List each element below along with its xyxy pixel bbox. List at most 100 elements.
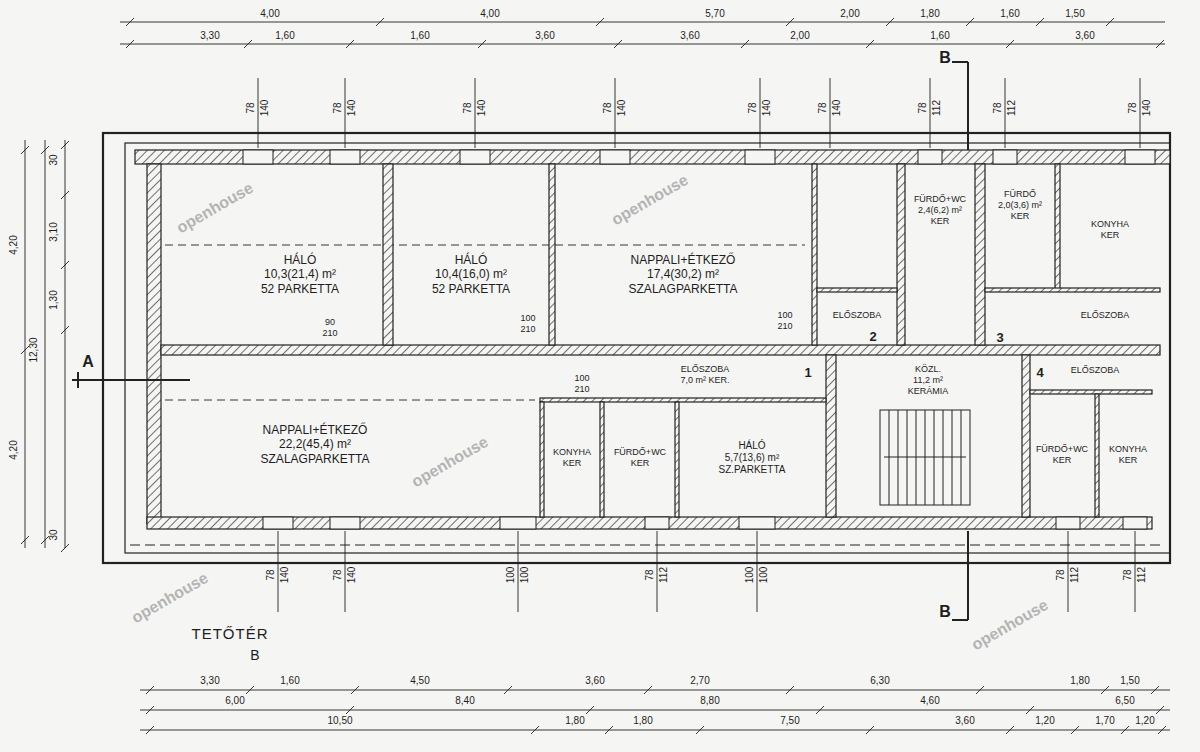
room-name: HÁLÓ — [719, 440, 786, 452]
walls — [135, 150, 1170, 529]
room-name: FÜRDŐ — [998, 189, 1042, 200]
room-name: KONYHA — [1091, 219, 1129, 230]
room-area-text: 10,4(16,0) m² — [432, 268, 510, 282]
window-dimension: 140 — [280, 567, 290, 584]
room-area-text: 17,4(30,2) m² — [629, 268, 738, 282]
door-dimension: 100 — [520, 314, 535, 323]
room-label: ELŐSZOBA7,0 m² KER. — [677, 363, 732, 387]
room-area-text: KER — [998, 210, 1042, 221]
dimension-label: 6,30 — [870, 676, 889, 686]
room-area-text: KER — [1109, 455, 1147, 466]
window-dimension: 112 — [1137, 567, 1147, 583]
window-dimension: 112 — [1070, 567, 1080, 583]
dimension-label: 5,70 — [705, 9, 724, 19]
room-label: KONYHAKER — [1106, 443, 1150, 467]
room-area-text: KER — [914, 215, 966, 226]
room-label: NAPPALI+ÉTKEZŐ17,4(30,2) m²SZALAGPARKETT… — [626, 252, 741, 297]
window-dimension: 78 — [246, 102, 256, 113]
dimension-label: 2,00 — [790, 31, 809, 41]
dimension-label: 8,40 — [455, 696, 474, 706]
room-name: NAPPALI+ÉTKEZŐ — [261, 423, 370, 437]
dimension-label: 1,80 — [565, 716, 584, 726]
room-name: KONYHA — [1109, 444, 1147, 455]
window-dimension: 140 — [617, 100, 627, 117]
room-label: HÁLÓ10,4(16,0) m²52 PARKETTA — [429, 252, 513, 297]
room-name: KONYHA — [553, 447, 591, 458]
room-name: FÜRDŐ+WC — [914, 194, 966, 205]
window-dimension: 78 — [266, 569, 276, 580]
window-dimension: 78 — [748, 102, 758, 113]
dimension-label: 4,20 — [9, 235, 19, 254]
room-area-text: 2,0(3,6) m² — [998, 200, 1042, 211]
room-label: KONYHAKER — [550, 446, 594, 470]
room-label: KONYHAKER — [1088, 218, 1132, 242]
dimension-label: 1,60 — [1000, 9, 1019, 19]
window-dimension: 78 — [333, 569, 343, 580]
dimension-label: 7,50 — [780, 716, 799, 726]
door-dimension: 210 — [520, 325, 535, 334]
watermark: openhouse — [129, 570, 211, 627]
room-name: HÁLÓ — [261, 253, 339, 267]
room-label: ELŐSZOBA — [1068, 364, 1123, 377]
window-dimension: 100 — [745, 567, 755, 584]
dimension-label: 1,20 — [1035, 716, 1054, 726]
dimension-label: 1,80 — [1070, 676, 1089, 686]
window-dimension: 78 — [1128, 102, 1138, 113]
dimension-label: 1,60 — [410, 31, 429, 41]
dimension-label: 1,60 — [280, 676, 299, 686]
dimension-label: 12,30 — [29, 337, 39, 362]
window-dimension: 112 — [1007, 100, 1017, 116]
section-marker: B — [939, 50, 951, 66]
eave-line — [125, 143, 1170, 553]
room-area-text: 11,2 m² — [908, 375, 949, 386]
room-name: ELŐSZOBA — [680, 364, 729, 375]
window-dimension: 78 — [993, 102, 1003, 113]
room-area-text: SZALAGPARKETTA — [629, 282, 738, 296]
dimension-label: 30 — [49, 529, 59, 540]
dimension-label: 1,70 — [1095, 716, 1114, 726]
room-name: FÜRDŐ+WC — [1036, 444, 1088, 455]
room-name: ELŐSZOBA — [833, 310, 882, 321]
callout-number: 3 — [996, 331, 1003, 344]
dimension-label: 1,50 — [1065, 9, 1084, 19]
dimension-label: 1,80 — [633, 716, 652, 726]
room-label: HÁLÓ10,3(21,4) m²52 PARKETTA — [258, 252, 342, 297]
roof-dashed-line — [130, 545, 1160, 546]
dimension-label: 2,70 — [690, 676, 709, 686]
window-dimension: 78 — [1056, 569, 1066, 580]
dimension-label: 3,10 — [49, 222, 59, 241]
room-area-text: 5,7(13,6) m² — [719, 452, 786, 464]
window-dimension: 100 — [759, 567, 769, 584]
door-dimension: 90 — [325, 318, 335, 327]
section-marker: B — [939, 604, 951, 620]
section-marker: A — [82, 354, 94, 370]
window-dimension: 140 — [347, 567, 357, 584]
window-dimension: 140 — [260, 100, 270, 117]
dimension-label: 3,60 — [585, 676, 604, 686]
window-dimension: 140 — [347, 100, 357, 117]
watermark: openhouse — [409, 434, 491, 491]
window-dimension: 78 — [645, 569, 655, 580]
dimension-label: 3,60 — [680, 31, 699, 41]
dimension-label: 3,60 — [535, 31, 554, 41]
room-label: ELŐSZOBA — [830, 309, 885, 322]
window-dimension: 78 — [603, 102, 613, 113]
callout-number: 2 — [869, 330, 876, 343]
room-label: FÜRDŐ+WC2,4(6,2) m²KER — [911, 193, 969, 227]
window-dimension: 100 — [520, 567, 530, 584]
room-name: ELŐSZOBA — [1071, 365, 1120, 376]
room-area-text: KER — [614, 458, 666, 469]
window-dimension: 78 — [818, 102, 828, 113]
room-area-text: 10,3(21,4) m² — [261, 268, 339, 282]
window-dimension: 140 — [1142, 100, 1152, 117]
dimension-label: 4,50 — [410, 676, 429, 686]
dimension-label: 8,80 — [700, 696, 719, 706]
dimension-label: 4,20 — [9, 440, 19, 459]
room-label: HÁLÓ5,7(13,6) m²SZ.PARKETTA — [716, 439, 789, 477]
window-dimension: 78 — [1123, 569, 1133, 580]
knee-wall-line — [165, 400, 535, 401]
dimension-label: 1,60 — [930, 31, 949, 41]
room-label: FÜRDŐ+WCKER — [1033, 443, 1091, 467]
room-name: NAPPALI+ÉTKEZŐ — [629, 253, 738, 267]
room-name: ELŐSZOBA — [1081, 310, 1130, 321]
